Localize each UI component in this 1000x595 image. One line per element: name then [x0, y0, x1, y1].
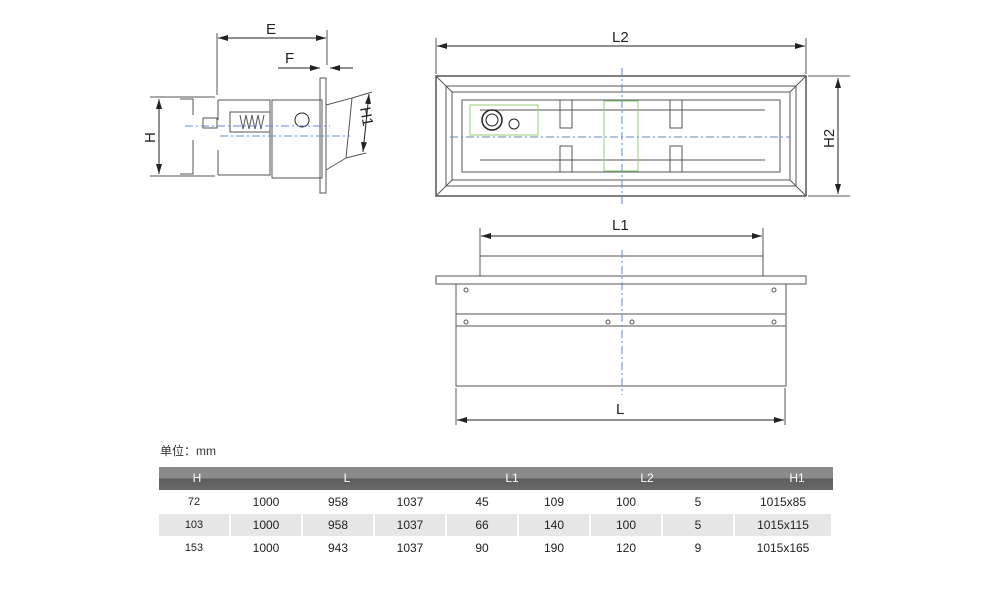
dim-H1-label: H1: [356, 106, 376, 128]
header-L2: L2: [640, 471, 654, 485]
dim-H-label: H: [142, 132, 159, 143]
table-cell: 72: [159, 491, 231, 513]
table-cell: 109: [519, 491, 591, 513]
table-cell: 1037: [375, 514, 447, 536]
header-L: L: [343, 471, 351, 485]
table-cell: 1037: [375, 537, 447, 559]
table-cell: 100: [591, 514, 663, 536]
table-cell: 9: [663, 537, 735, 559]
table-cell: 90: [447, 537, 519, 559]
dim-L-label: L: [616, 401, 624, 418]
header-L1: L1: [505, 471, 519, 485]
table-cell: 103: [159, 514, 231, 536]
table-header: H L L1 L2 H1: [159, 467, 833, 490]
front-view: [435, 228, 807, 425]
header-H1: H1: [789, 471, 805, 485]
dim-F-label: F: [285, 50, 294, 67]
table-cell: 153: [159, 537, 231, 559]
header-H: H: [192, 471, 202, 485]
table-cell: 66: [447, 514, 519, 536]
table-cell: 1015x85: [735, 491, 833, 513]
dim-L2-label: L2: [612, 29, 629, 46]
table-cell: 100: [591, 491, 663, 513]
table-cell: 1000: [231, 537, 303, 559]
dim-L1-label: L1: [612, 217, 629, 234]
table-cell: 1015x115: [735, 514, 833, 536]
table-cell: 958: [303, 514, 375, 536]
table-cell: 1037: [375, 491, 447, 513]
table-cell: 120: [591, 537, 663, 559]
table-cell: 5: [663, 514, 735, 536]
unit-label: 单位：mm: [160, 444, 216, 458]
table-cell: 1000: [231, 491, 303, 513]
table-cell: 943: [303, 537, 375, 559]
dim-E-label: E: [266, 21, 276, 38]
top-view: [435, 38, 850, 205]
table-cell: 958: [303, 491, 375, 513]
technical-drawing: E F H H1 L2 H2: [142, 21, 850, 425]
table-cell: 1015x165: [735, 537, 833, 559]
table-cell: 140: [519, 514, 591, 536]
dim-H2-label: H2: [821, 129, 838, 148]
side-view: [150, 30, 373, 194]
table-cell: 45: [447, 491, 519, 513]
table-cell: 190: [519, 537, 591, 559]
table-cell: 1000: [231, 514, 303, 536]
table-cell: 5: [663, 491, 735, 513]
